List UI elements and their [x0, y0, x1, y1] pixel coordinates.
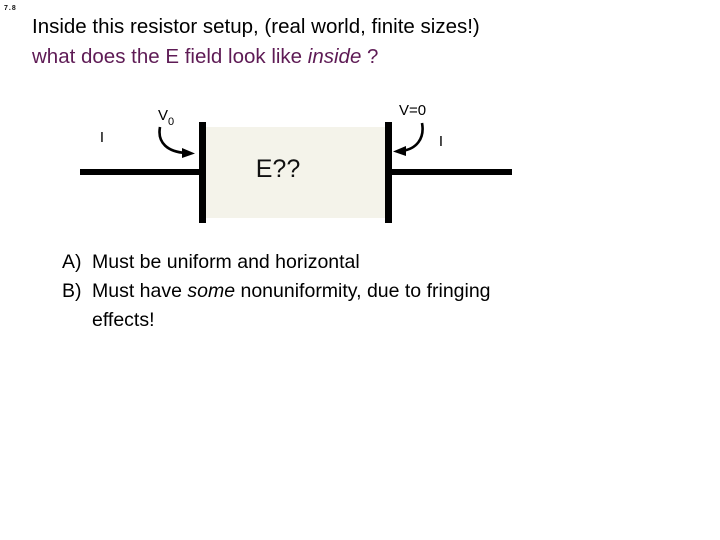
right-current-label: I	[439, 133, 443, 150]
question-line-2-suffix: ?	[361, 45, 379, 68]
left-current-label: I	[100, 129, 104, 146]
left-voltage-arrowhead	[182, 148, 195, 158]
left-wire	[80, 169, 204, 175]
question-block: Inside this resistor setup, (real world,…	[32, 12, 692, 72]
answer-a-text-before: Must be uniform and horizontal	[92, 251, 360, 273]
answer-choices: A) Must be uniform and horizontal B) Mus…	[62, 248, 702, 335]
right-electrode-plate	[385, 122, 392, 223]
left-voltage-arrow-curve	[158, 126, 187, 155]
answer-b-text-after: nonuniformity, due to fringing	[235, 280, 491, 302]
slide-number: 7.8	[4, 5, 17, 12]
question-line-2-emphasis: inside	[307, 45, 362, 68]
answer-b-text-before: Must have	[92, 280, 188, 302]
circuit-svg: I I V0 V=0 E??	[80, 102, 512, 223]
resistor-circuit-diagram: I I V0 V=0 E??	[0, 95, 720, 235]
resistor-field-label: E??	[256, 155, 300, 183]
answer-b-text: Must have some nonuniformity, due to fri…	[92, 277, 702, 306]
answer-a-key: A)	[62, 251, 82, 273]
left-electrode-plate	[199, 122, 206, 223]
question-line-2-prefix: what does the E field look like	[32, 45, 308, 68]
right-voltage-arrowhead	[393, 146, 406, 156]
answer-a-text: Must be uniform and horizontal	[92, 248, 702, 277]
answer-b-key: B)	[62, 280, 82, 302]
answer-b-continuation: effects!	[92, 309, 155, 331]
left-voltage-subscript: 0	[168, 116, 174, 128]
left-voltage-label: V0	[158, 107, 174, 128]
right-wire	[388, 169, 512, 175]
answer-option-b[interactable]: B) Must have some nonuniformity, due to …	[62, 277, 702, 306]
right-voltage-label: V=0	[399, 102, 426, 119]
question-line-2: what does the E field look like inside ?	[32, 42, 692, 72]
answer-option-a[interactable]: A) Must be uniform and horizontal	[62, 248, 702, 277]
question-line-1: Inside this resistor setup, (real world,…	[32, 15, 480, 38]
answer-b-text-italic: some	[187, 280, 236, 302]
resistor-body-rect	[200, 127, 390, 218]
